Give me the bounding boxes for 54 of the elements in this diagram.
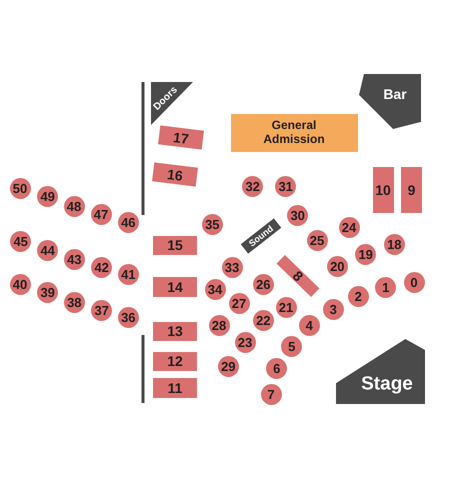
- round-table: 29: [218, 356, 239, 376]
- stage-area: Stage: [336, 339, 425, 404]
- round-table: 31: [275, 176, 296, 198]
- table: 15: [153, 236, 197, 254]
- round-table: 7: [260, 384, 282, 404]
- table: 17: [158, 124, 204, 150]
- round-table: 18: [384, 234, 405, 254]
- table: 16: [152, 162, 198, 186]
- round-table: 41: [118, 264, 139, 285]
- round-table: 32: [242, 176, 264, 198]
- general-admission-area: General Admission: [230, 114, 358, 152]
- round-table: 39: [37, 282, 58, 303]
- table: 14: [153, 277, 197, 297]
- round-table: 3: [322, 298, 344, 320]
- round-table: 23: [234, 332, 256, 354]
- round-table: 46: [118, 212, 139, 233]
- round-table: 34: [204, 278, 226, 300]
- round-table: 49: [37, 186, 58, 208]
- round-table: 37: [91, 300, 112, 322]
- round-table: 21: [276, 297, 296, 318]
- round-table: 36: [118, 307, 139, 328]
- table: 9: [401, 167, 422, 213]
- round-table: 0: [404, 272, 424, 293]
- round-table: 50: [10, 178, 30, 199]
- round-table: 48: [64, 196, 84, 218]
- round-table: 35: [202, 214, 223, 234]
- round-table: 47: [90, 204, 112, 225]
- round-table: 38: [64, 292, 85, 313]
- round-table: 27: [228, 292, 250, 314]
- round-table: 22: [252, 310, 274, 332]
- round-table: 28: [208, 314, 230, 336]
- round-table: 6: [266, 358, 288, 379]
- round-table: 4: [298, 314, 320, 336]
- round-table: 43: [64, 248, 85, 270]
- round-table: 26: [252, 274, 274, 294]
- round-table: 2: [348, 286, 369, 306]
- round-table: 30: [287, 204, 308, 226]
- table: 12: [153, 352, 197, 370]
- round-table: 42: [91, 256, 112, 278]
- round-table: 1: [375, 276, 396, 298]
- table: 13: [153, 322, 197, 340]
- table: 8: [276, 254, 320, 296]
- bar-area: Bar: [359, 74, 421, 129]
- round-table: 40: [10, 274, 30, 294]
- round-table: 5: [281, 336, 302, 356]
- round-table: 19: [355, 244, 376, 264]
- round-table: 24: [338, 216, 360, 238]
- round-table: 25: [306, 230, 328, 251]
- round-table: 45: [10, 231, 32, 252]
- table: 10: [372, 167, 394, 213]
- round-table: 33: [222, 256, 242, 278]
- table: 11: [153, 378, 197, 398]
- round-table: 20: [326, 256, 348, 278]
- round-table: 44: [37, 240, 58, 262]
